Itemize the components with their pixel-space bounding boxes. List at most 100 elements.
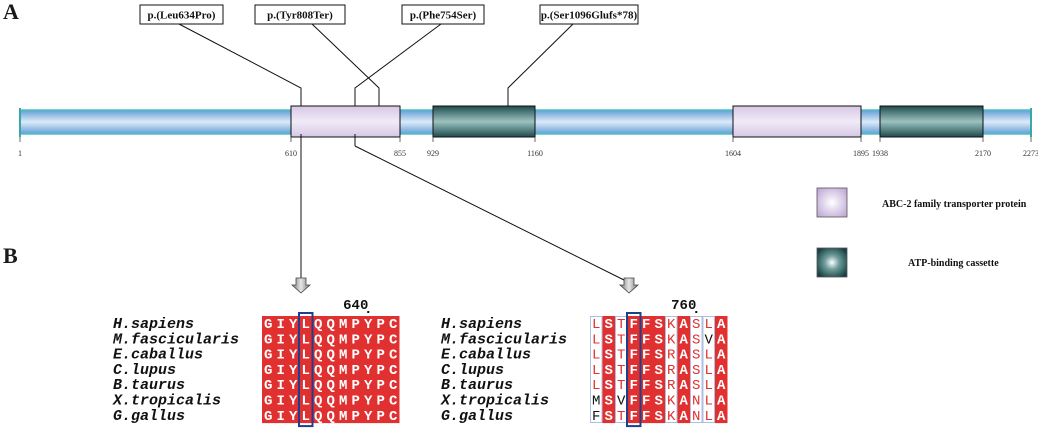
residue: P <box>377 394 385 410</box>
residue: Y <box>364 332 373 348</box>
residue: A <box>680 394 689 410</box>
residue: Y <box>364 378 373 394</box>
position-label: 2273 <box>1023 149 1038 158</box>
residue: F <box>642 317 650 333</box>
conserved-column <box>337 316 350 424</box>
residue: S <box>692 332 700 348</box>
position-label: 855 <box>394 149 406 158</box>
residue: F <box>630 378 638 394</box>
residue: P <box>377 348 385 364</box>
connector-tyr808ter <box>311 23 380 106</box>
alignment-ruler-label: 760 <box>671 298 696 314</box>
position-label: 1604 <box>725 149 741 158</box>
residue: F <box>630 363 638 379</box>
residue: A <box>680 378 689 394</box>
residue: L <box>302 317 310 333</box>
residue: A <box>717 363 726 379</box>
residue: Y <box>364 394 373 410</box>
residue: S <box>655 394 663 410</box>
residue: R <box>667 348 676 364</box>
residue: M <box>339 378 347 394</box>
residue: M <box>339 317 347 333</box>
residue: A <box>680 363 689 379</box>
residue: P <box>352 332 360 348</box>
residue: A <box>680 348 689 364</box>
residue: Q <box>327 317 335 333</box>
residue: C <box>389 378 398 394</box>
residue: P <box>377 317 385 333</box>
residue: R <box>667 378 676 394</box>
residue: F <box>642 348 650 364</box>
species-label: B.taurus <box>441 377 513 394</box>
residue: Y <box>289 332 298 348</box>
zoom-lines <box>300 134 629 283</box>
residue: Y <box>364 409 373 425</box>
variant-box <box>139 4 224 25</box>
position-label: 1 <box>18 149 22 158</box>
residue: T <box>617 348 625 364</box>
species-label: H.sapiens <box>441 316 522 333</box>
species-label: G.gallus <box>113 408 185 425</box>
residue: L <box>302 394 310 410</box>
conserved-column <box>627 316 640 424</box>
species-label: E.caballus <box>441 347 531 364</box>
residue: Q <box>327 394 335 410</box>
residue: T <box>617 378 625 394</box>
position-label: 1160 <box>527 149 543 158</box>
residue: S <box>655 378 663 394</box>
residue: S <box>605 409 613 425</box>
variant-text: p.(Tyr808Ter) <box>267 10 333 22</box>
residue: Q <box>314 378 322 394</box>
residue: Y <box>289 409 298 425</box>
residue: Y <box>289 348 298 364</box>
conserved-column <box>387 316 400 424</box>
species-label: X.tropicalis <box>112 393 221 410</box>
residue: I <box>277 332 285 348</box>
residue: S <box>655 348 663 364</box>
panel-label-a: A <box>3 0 19 24</box>
species-label: X.tropicalis <box>440 393 549 410</box>
residue: T <box>617 363 625 379</box>
legend-atp-label: ATP-binding cassette <box>908 258 999 269</box>
species-label: M.fascicularis <box>440 331 567 348</box>
ruler-dot <box>695 311 698 313</box>
residue: A <box>717 348 726 364</box>
alignment-left: 640GGGGGGGIIIIIIIYYYYYYYLLLLLLLQQQQQQQQQ… <box>262 298 400 428</box>
residue: Q <box>327 332 335 348</box>
residue: S <box>605 332 613 348</box>
legend: ABC-2 family transporter protein ATP-bin… <box>816 187 1027 278</box>
species-label: M.fascicularis <box>112 331 239 348</box>
panel-label-b: B <box>3 243 18 268</box>
residue: S <box>605 363 613 379</box>
residue: S <box>692 348 700 364</box>
conserved-column <box>349 316 362 424</box>
residue: S <box>655 363 663 379</box>
residue: F <box>642 409 650 425</box>
zoom-line-754-diagonal <box>354 145 629 283</box>
species-label: G.gallus <box>441 408 513 425</box>
species-label: B.taurus <box>113 377 185 394</box>
residue: L <box>705 378 713 394</box>
position-label: 1938 <box>872 149 888 158</box>
conserved-column <box>640 316 653 424</box>
species-label: C.lupus <box>441 362 504 379</box>
variable-column <box>690 316 703 423</box>
conserved-column <box>324 316 337 424</box>
conserved-column <box>299 316 312 424</box>
residue: V <box>617 394 626 410</box>
residue: F <box>630 394 638 410</box>
residue: R <box>667 363 676 379</box>
residue: Q <box>314 363 322 379</box>
legend-abc2-swatch <box>816 187 848 218</box>
species-label: C.lupus <box>113 362 176 379</box>
residue: Q <box>314 409 322 425</box>
residue: L <box>705 317 713 333</box>
residue: Q <box>327 363 335 379</box>
residue: A <box>680 317 689 333</box>
residue: Y <box>289 378 298 394</box>
residue: P <box>352 363 360 379</box>
residue: I <box>277 363 285 379</box>
residue: S <box>692 363 700 379</box>
residue: F <box>630 317 638 333</box>
residue: L <box>592 378 600 394</box>
